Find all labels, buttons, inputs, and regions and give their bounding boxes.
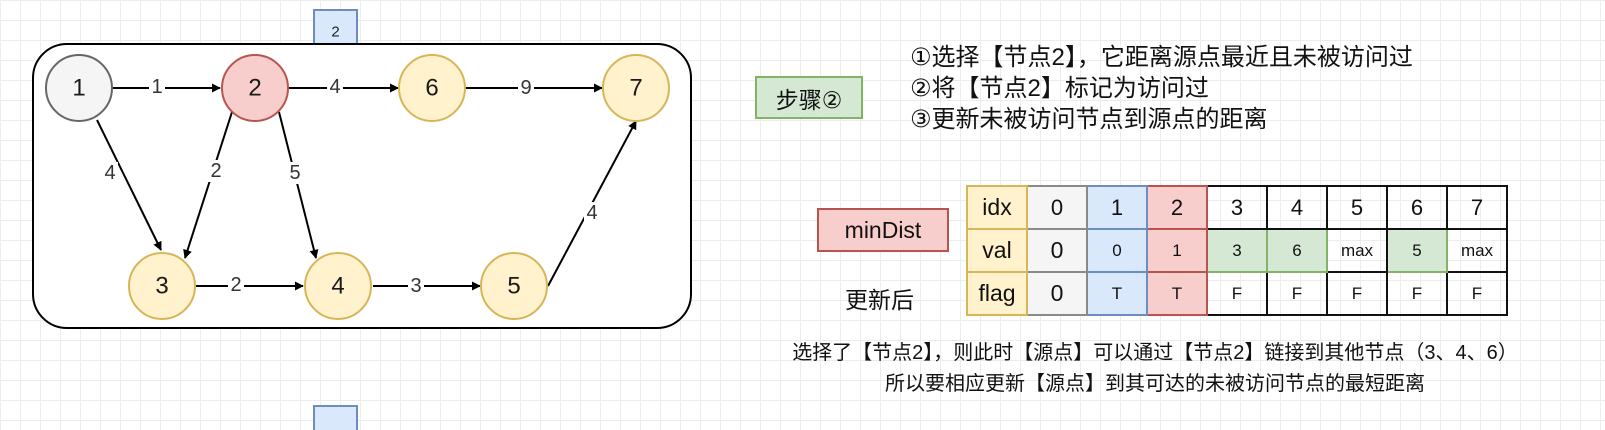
idx-cell: 7: [1446, 185, 1508, 230]
idx-cell: 6: [1386, 185, 1448, 230]
node-1-label: 1: [72, 75, 85, 102]
weight-label-2-6: 4: [329, 76, 340, 98]
val-cell: max: [1326, 228, 1388, 273]
val-cell: 1: [1146, 228, 1208, 273]
val-cell: max: [1446, 228, 1508, 273]
step-line-3: ③更新未被访问节点到源点的距离: [910, 106, 1268, 133]
node-1: [45, 54, 113, 122]
weight-label-1-2: 1: [151, 76, 162, 98]
node-7-label: 7: [629, 75, 642, 102]
node-6: [398, 54, 466, 122]
nodes-group: 1 2 3 4 5 6 7: [45, 54, 670, 320]
row-label-flag: flag: [966, 271, 1028, 316]
idx-row: idx 0 1 2 3 4 5 6 7: [966, 185, 1508, 230]
val-cell: 3: [1206, 228, 1268, 273]
val-cell: 6: [1266, 228, 1328, 273]
weight-label-1-3: 4: [104, 162, 115, 184]
val-cell: 0: [1086, 228, 1148, 273]
row-label-val: val: [966, 228, 1028, 273]
flag-cell: F: [1266, 271, 1328, 316]
row-label-idx: idx: [966, 185, 1028, 230]
weight-label-4-5: 3: [410, 275, 421, 297]
edge-labels-group: 1 4 9 4 2 5 2 3 4: [102, 76, 600, 297]
flag-row: flag 0 T T F F F F F: [966, 271, 1508, 316]
weight-label-2-3: 2: [210, 160, 221, 182]
flag-cell: F: [1326, 271, 1388, 316]
after-update-label: 更新后: [845, 287, 914, 313]
weight-label-2-4: 5: [289, 162, 300, 184]
step-line-2: ②将【节点2】标记为访问过: [910, 75, 1209, 102]
bottom-marker-box: [313, 405, 358, 430]
idx-cell: 5: [1326, 185, 1388, 230]
step-badge: 步骤②: [755, 76, 863, 119]
node-6-label: 6: [425, 75, 438, 102]
flag-cell: T: [1086, 271, 1148, 316]
flag-cell: 0: [1026, 271, 1088, 316]
node-3: [128, 252, 196, 320]
mindist-table: idx 0 1 2 3 4 5 6 7 val 0 0 1 3 6 max 5 …: [966, 185, 1508, 316]
explanation-note: 选择了【节点2】，则此时【源点】可以通过【节点2】链接到其他节点（3、4、6） …: [740, 338, 1570, 400]
step-description: ①选择【节点2】，它距离源点最近且未被访问过 ②将【节点2】标记为访问过 ③更新…: [910, 42, 1413, 135]
weight-label-6-7: 9: [520, 77, 531, 99]
mindist-label: minDist: [817, 208, 949, 252]
node-5: [480, 252, 548, 320]
edge-2-4: [278, 111, 319, 259]
weight-label-3-4: 2: [230, 274, 241, 296]
node-5-label: 5: [507, 273, 520, 300]
idx-cell: 1: [1086, 185, 1148, 230]
idx-cell: 2: [1146, 185, 1208, 230]
val-row: val 0 0 1 3 6 max 5 max: [966, 228, 1508, 273]
node-2-label: 2: [248, 75, 261, 102]
step-line-1: ①选择【节点2】，它距离源点最近且未被访问过: [910, 44, 1413, 71]
edge-1-3: [96, 119, 162, 251]
val-cell: 5: [1386, 228, 1448, 273]
flag-cell: F: [1446, 271, 1508, 316]
idx-cell: 0: [1026, 185, 1088, 230]
weight-label-5-7: 4: [586, 202, 597, 224]
note-line-2: 所以要相应更新【源点】到其可达的未被访问节点的最短距离: [885, 373, 1425, 395]
flag-cell: T: [1146, 271, 1208, 316]
flag-cell: F: [1386, 271, 1448, 316]
note-line-1: 选择了【节点2】，则此时【源点】可以通过【节点2】链接到其他节点（3、4、6）: [792, 342, 1518, 364]
val-cell: 0: [1026, 228, 1088, 273]
node-7: [602, 54, 670, 122]
idx-cell: 3: [1206, 185, 1268, 230]
node-2: [221, 54, 289, 122]
node-4: [304, 252, 372, 320]
flag-cell: F: [1206, 271, 1268, 316]
node-4-label: 4: [331, 273, 344, 300]
top-marker-label: 2: [331, 24, 339, 41]
node-3-label: 3: [155, 273, 168, 300]
edge-2-3: [183, 111, 233, 259]
graph-diagram: 2 1 4 9 4 2 5 2 3 4 1: [32, 9, 692, 430]
idx-cell: 4: [1266, 185, 1328, 230]
